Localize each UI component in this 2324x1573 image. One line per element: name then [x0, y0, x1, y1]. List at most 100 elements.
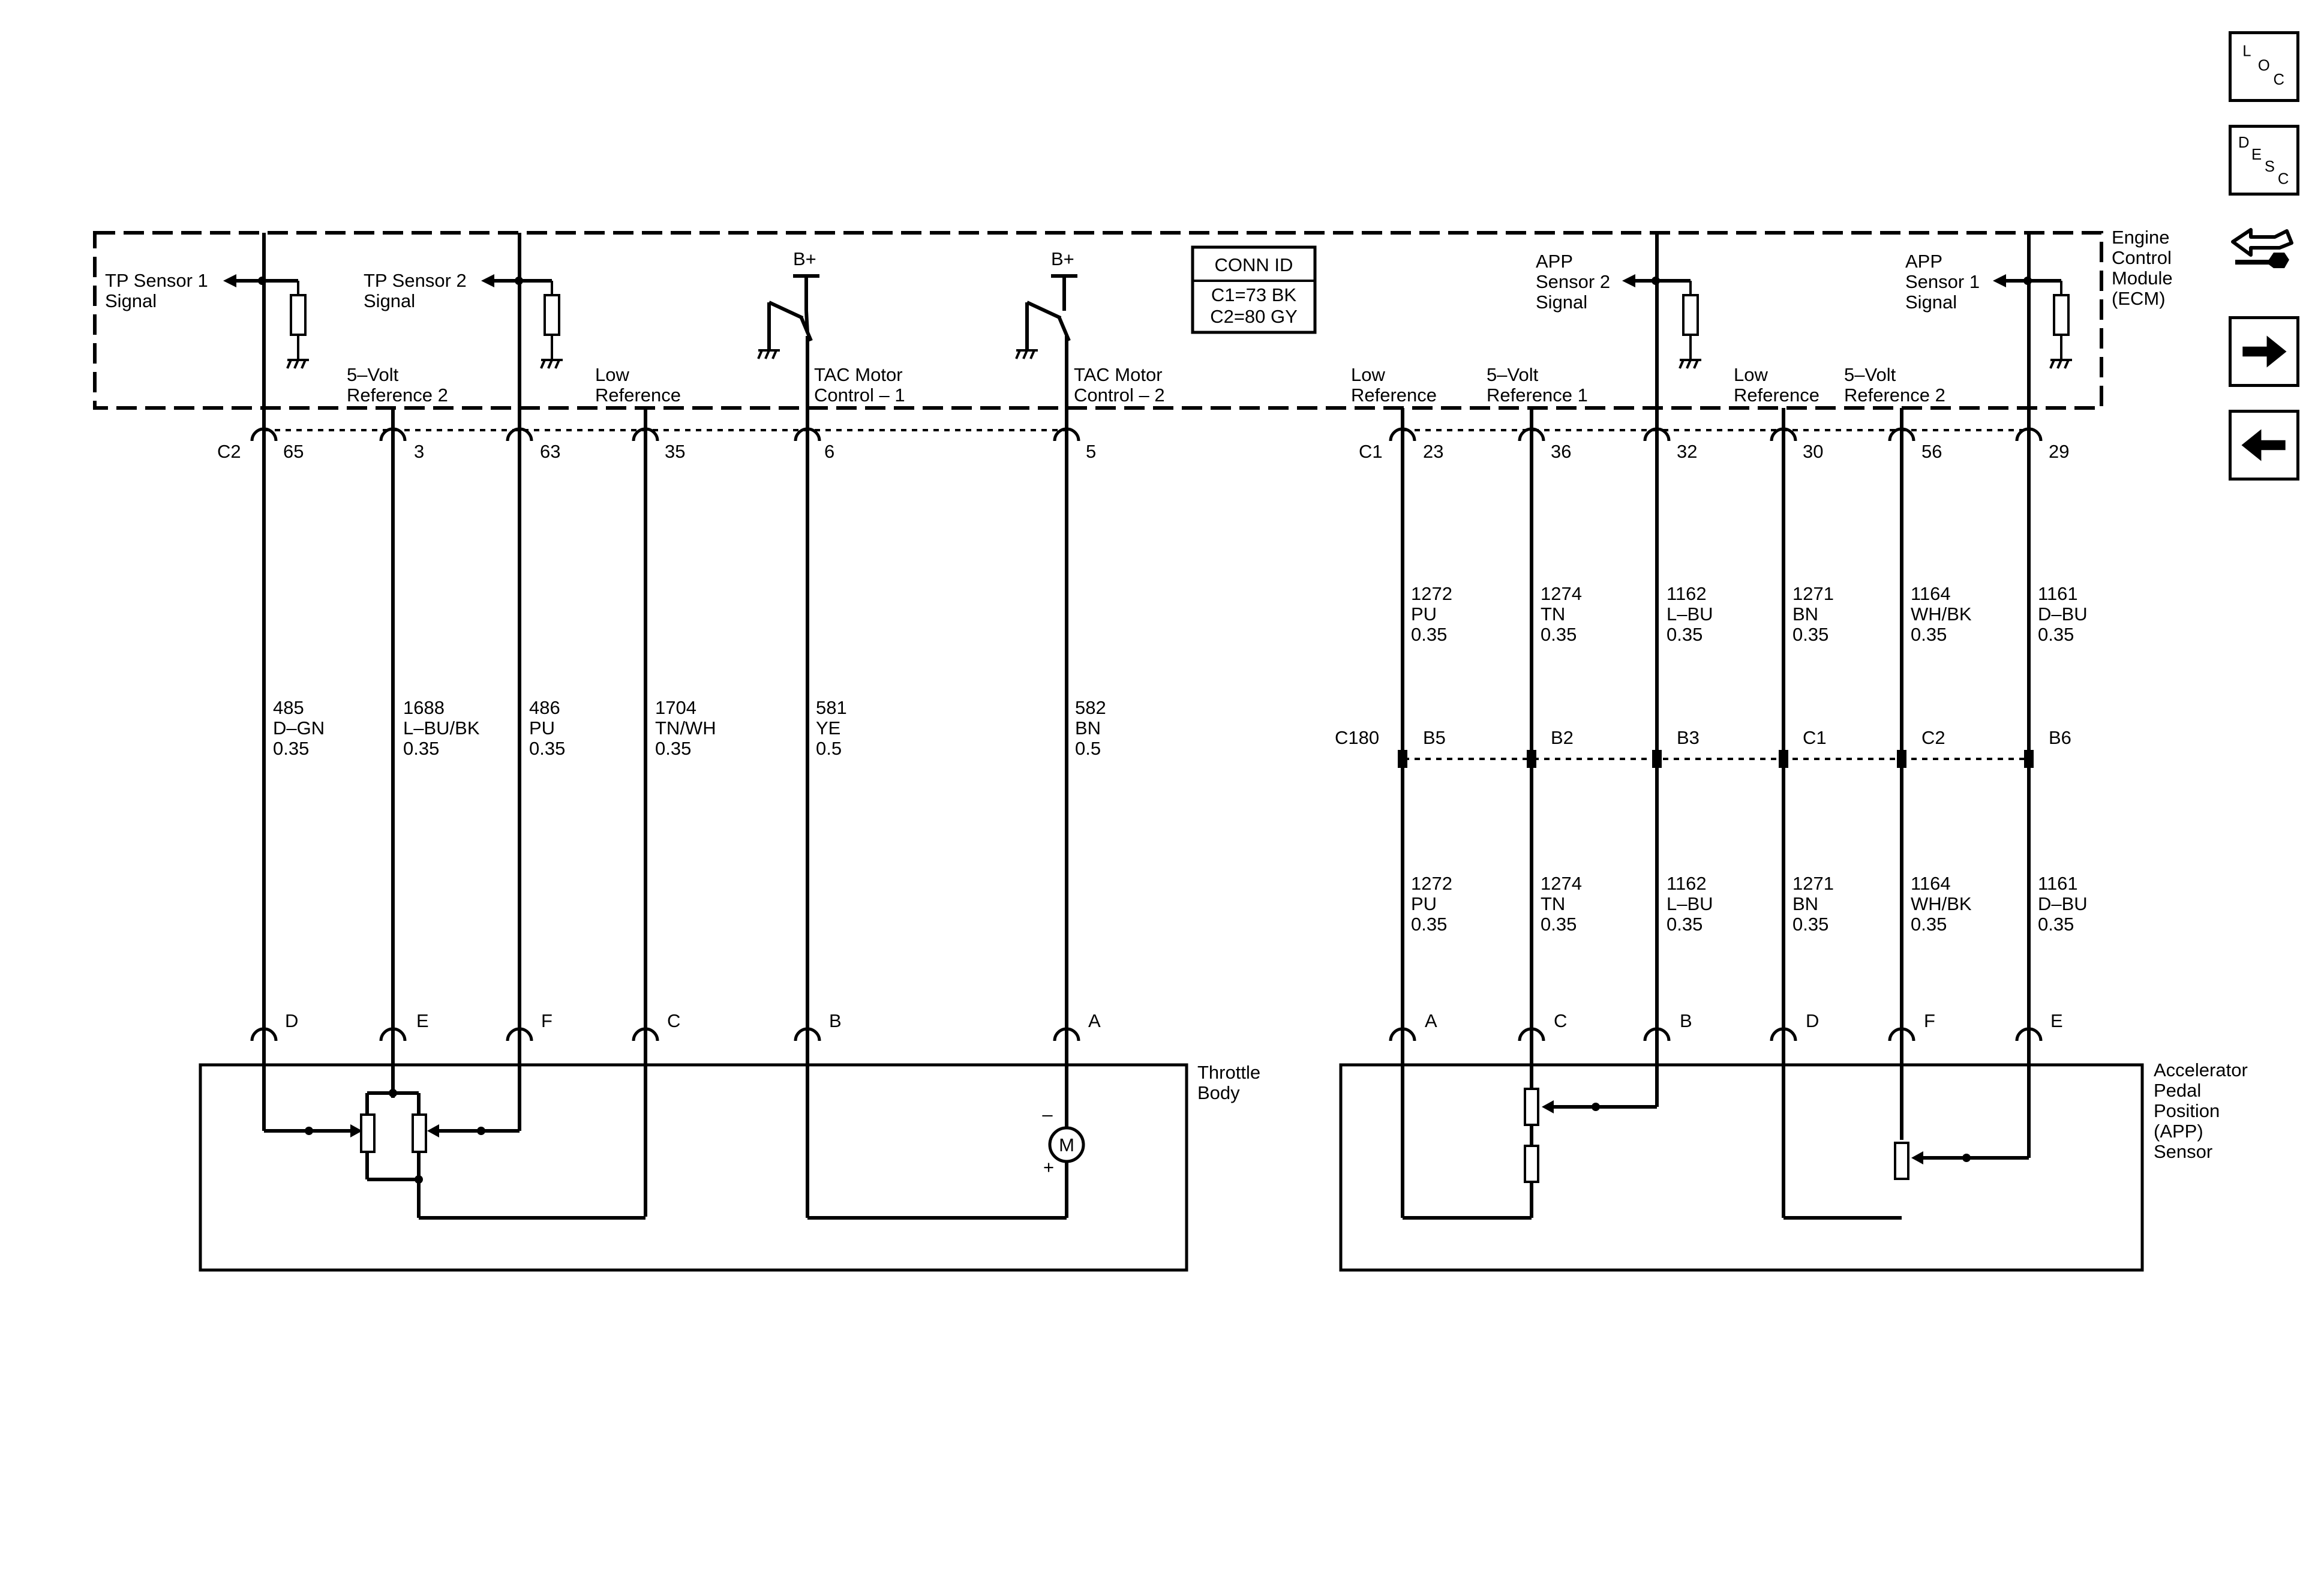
conn-id-c2: C2=80 GY [1210, 306, 1298, 327]
app-sensor-label-4: (APP) [2154, 1121, 2203, 1142]
right-wires [1401, 233, 2031, 1218]
app2-label-2: Sensor 2 [1536, 271, 1610, 292]
app-sensor-label-1: Accelerator [2154, 1059, 2248, 1080]
right-upper-3-color: L–BU [1667, 604, 1713, 625]
left-wire-5-color: YE [816, 718, 840, 739]
right-upper-6-size: 0.35 [2038, 624, 2074, 645]
left-wires [262, 233, 1068, 1218]
left-wire-6-color: BN [1075, 718, 1101, 739]
right-lower-2-circuit: 1274 [1541, 873, 1582, 894]
left-wire-3-size: 0.35 [529, 738, 565, 759]
right-lower-4-size: 0.35 [1792, 914, 1828, 935]
loc-letter-1: L [2242, 43, 2251, 60]
right-lower-1-color: PU [1411, 893, 1437, 914]
c180-pin-3: B3 [1677, 727, 1700, 748]
left-wire-2-size: 0.35 [403, 738, 439, 759]
loc-button[interactable]: L O C [2229, 31, 2299, 102]
right-upper-4-circuit: 1271 [1792, 583, 1834, 604]
right-terminal-6: E [2050, 1010, 2063, 1031]
app2-label-1: APP [1536, 251, 1573, 272]
lowref-label-2: Reference [595, 385, 681, 406]
ecm-label-2: Control [2112, 247, 2172, 268]
c180-terminals [1398, 750, 2034, 768]
left-wire-6-circuit: 582 [1075, 697, 1106, 718]
motor-minus: – [1042, 1104, 1053, 1125]
desc-letter-3: S [2265, 158, 2275, 175]
left-wire-5-size: 0.5 [816, 738, 842, 759]
tp1-signal-arrow [223, 274, 309, 369]
left-wire-1-size: 0.35 [273, 738, 309, 759]
right-upper-1-color: PU [1411, 604, 1437, 625]
left-pin-6: 5 [1086, 441, 1096, 462]
r-lowref1-label-1: Low [1351, 364, 1385, 385]
r-lowref2-label-1: Low [1734, 364, 1768, 385]
ref2-label-2: Reference 2 [347, 385, 448, 406]
left-wire-1-circuit: 485 [273, 697, 304, 718]
tp2-label-2: Signal [364, 290, 415, 311]
left-pin-5: 6 [824, 441, 834, 462]
right-lower-1-size: 0.35 [1411, 914, 1447, 935]
bplus-label-2: B+ [1051, 248, 1074, 269]
c180-pin-2: B2 [1551, 727, 1574, 748]
r-ref1-label-1: 5–Volt [1487, 364, 1539, 385]
left-terminal-5: B [829, 1010, 842, 1031]
right-lower-4-circuit: 1271 [1792, 873, 1834, 894]
r-ref1-label-2: Reference 1 [1487, 385, 1588, 406]
loc-letter-3: C [2274, 71, 2285, 88]
app2-label-3: Signal [1536, 292, 1587, 313]
desc-letter-4: C [2278, 170, 2289, 187]
lowref-label-1: Low [595, 364, 629, 385]
c1-connector-label: C1 [1359, 441, 1383, 462]
left-wire-4-size: 0.35 [655, 738, 691, 759]
desc-button[interactable]: D E S C [2229, 125, 2299, 196]
tac1-driver-switch [757, 274, 819, 423]
right-terminal-1: A [1425, 1010, 1437, 1031]
right-lower-6-color: D–BU [2038, 893, 2088, 914]
loc-letter-2: O [2258, 57, 2270, 74]
left-terminal-6: A [1088, 1010, 1101, 1031]
r-ref2-label-2: Reference 2 [1844, 385, 1945, 406]
r-lowref1-label-2: Reference [1351, 385, 1437, 406]
desc-letter-2: E [2251, 146, 2262, 163]
motor-plus: + [1043, 1157, 1054, 1178]
c180-pin-4: C1 [1803, 727, 1827, 748]
right-lower-1-circuit: 1272 [1411, 873, 1452, 894]
right-upper-4-color: BN [1792, 604, 1818, 625]
left-pin-4: 35 [665, 441, 685, 462]
right-lower-6-circuit: 1161 [2038, 873, 2078, 894]
right-upper-6-color: D–BU [2038, 604, 2088, 625]
right-lower-2-size: 0.35 [1541, 914, 1577, 935]
right-lower-5-size: 0.35 [1911, 914, 1947, 935]
tp-sensor-potentiometers [262, 1065, 645, 1220]
right-upper-4-size: 0.35 [1792, 624, 1828, 645]
next-button[interactable] [2229, 316, 2299, 387]
throttle-body-label-1: Throttle [1197, 1062, 1260, 1083]
right-terminal-4: D [1806, 1010, 1819, 1031]
left-wire-1-color: D–GN [273, 718, 325, 739]
tac-motor: M – + [807, 1104, 1085, 1220]
right-pin-2: 36 [1551, 441, 1571, 462]
r-ref2-label-1: 5–Volt [1844, 364, 1896, 385]
app1-label-1: APP [1905, 251, 1942, 272]
tp2-label-1: TP Sensor 2 [364, 270, 467, 291]
right-upper-2-size: 0.35 [1541, 624, 1577, 645]
left-terminal-2: E [416, 1010, 429, 1031]
previous-button[interactable] [2229, 410, 2299, 481]
loc-icon: L O C [2242, 43, 2285, 89]
right-pin-6: 29 [2049, 441, 2069, 462]
left-wire-3-circuit: 486 [529, 697, 560, 718]
left-wire-6-size: 0.5 [1075, 738, 1101, 759]
right-lower-5-circuit: 1164 [1911, 873, 1951, 894]
right-terminal-2: C [1554, 1010, 1567, 1031]
right-upper-5-circuit: 1164 [1911, 583, 1951, 604]
right-lower-2-color: TN [1541, 893, 1565, 914]
tp2-signal-arrow [481, 274, 563, 369]
left-terminal-4: C [667, 1010, 680, 1031]
left-pin-2: 3 [414, 441, 424, 462]
component-connector-button[interactable] [2227, 213, 2298, 284]
app2-signal-arrow [1622, 274, 1701, 369]
right-upper-3-circuit: 1162 [1667, 583, 1707, 604]
left-wire-2-color: L–BU/BK [403, 718, 480, 739]
throttle-body-label-2: Body [1197, 1082, 1240, 1103]
